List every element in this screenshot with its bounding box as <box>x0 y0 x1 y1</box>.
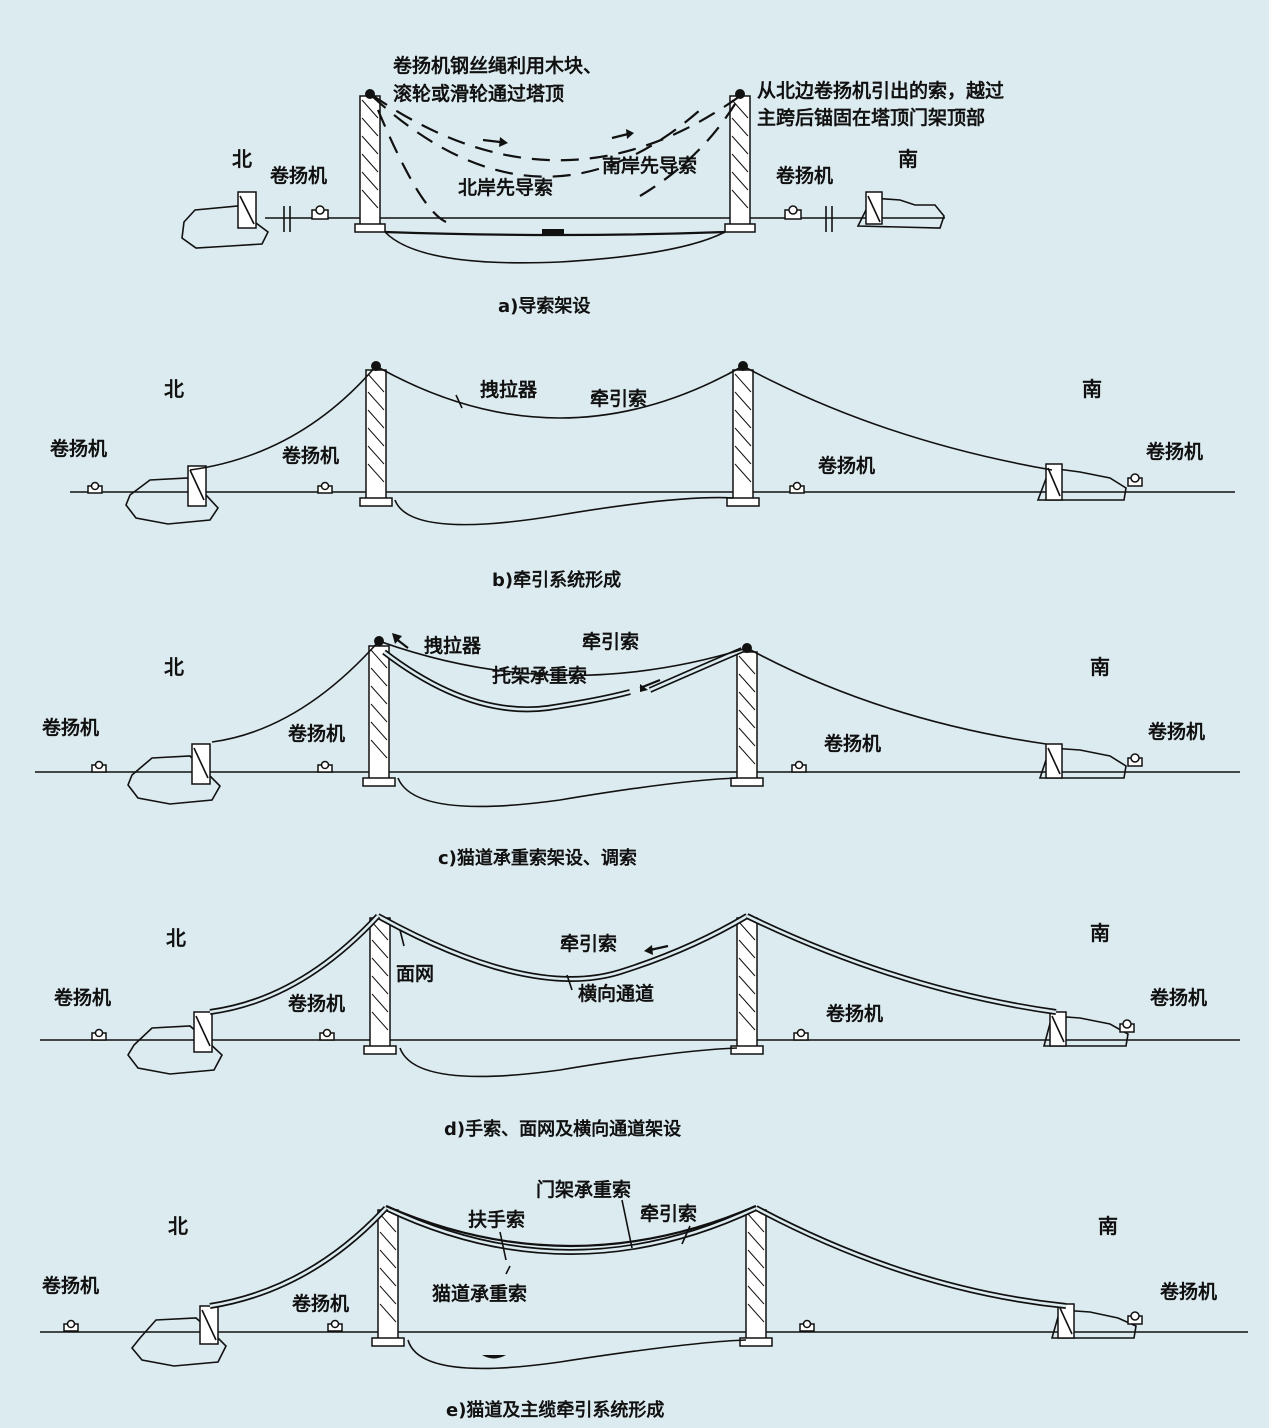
panel-b: 北 南 卷扬机 卷扬机 卷扬机 卷扬机 拽拉器 牵引索 b)牵引系统形成 <box>49 361 1235 591</box>
label-winch-far-north: 卷扬机 <box>41 1274 99 1297</box>
label-handrail-rope: 扶手索 <box>468 1208 525 1231</box>
label-winch-south: 卷扬机 <box>775 164 833 187</box>
label-winch-south: 卷扬机 <box>823 732 881 755</box>
panel-c: 北 南 卷扬机 卷扬机 卷扬机 卷扬机 拽拉器 牵引索 托架承重索 c)猫道承重… <box>35 630 1240 869</box>
label-winch-north: 卷扬机 <box>281 444 339 467</box>
label-cross-walkway: 横向通道 <box>578 982 654 1005</box>
label-winch-far-north: 卷扬机 <box>49 437 107 460</box>
label-winch-far-south: 卷扬机 <box>1159 1280 1217 1303</box>
label-haul-rope: 牵引索 <box>590 387 647 410</box>
caption-e: e)猫道及主缆牵引系统形成 <box>446 1399 664 1421</box>
caption-a: a)导索架设 <box>498 295 590 317</box>
label-gantry-cable: 门架承重索 <box>536 1178 631 1201</box>
label-north: 北 <box>164 655 184 679</box>
label-winch-north: 卷扬机 <box>291 1292 349 1315</box>
label-winch-far-north: 卷扬机 <box>53 986 111 1009</box>
label-winch-north: 卷扬机 <box>287 992 345 1015</box>
panel-d: 北 南 卷扬机 卷扬机 卷扬机 卷扬机 牵引索 面网 横向通道 d)手索、面网及… <box>40 913 1240 1140</box>
label-south: 南 <box>898 147 918 171</box>
label-winch-north: 卷扬机 <box>269 164 327 187</box>
label-bracket-cable: 托架承重索 <box>492 664 587 687</box>
note-right-line1: 从北边卷扬机引出的索，越过 <box>757 79 1004 102</box>
label-south-pilot-rope: 南岸先导索 <box>602 154 697 177</box>
label-puller: 拽拉器 <box>480 378 538 401</box>
label-haul-rope: 牵引索 <box>582 630 639 653</box>
label-winch-far-south: 卷扬机 <box>1145 440 1203 463</box>
caption-b: b)牵引系统形成 <box>492 569 621 591</box>
label-winch-north: 卷扬机 <box>287 722 345 745</box>
label-north: 北 <box>164 377 184 401</box>
label-winch-south: 卷扬机 <box>825 1002 883 1025</box>
caption-d: d)手索、面网及横向通道架设 <box>444 1118 681 1140</box>
label-north: 北 <box>168 1214 188 1238</box>
label-winch-far-south: 卷扬机 <box>1147 720 1205 743</box>
panel-e: 北 南 卷扬机 卷扬机 卷扬机 门架承重索 扶手索 牵引索 猫道承重索 e)猫道… <box>40 1178 1248 1421</box>
note-left-line2: 滚轮或滑轮通过塔顶 <box>393 82 564 105</box>
label-north: 北 <box>232 147 252 171</box>
caption-c: c)猫道承重索架设、调索 <box>438 847 637 869</box>
label-puller: 拽拉器 <box>424 634 482 657</box>
label-south: 南 <box>1090 655 1110 679</box>
label-face-net: 面网 <box>396 963 434 985</box>
label-catwalk-cable: 猫道承重索 <box>432 1282 527 1305</box>
label-south: 南 <box>1098 1214 1118 1238</box>
panel-a: 北 南 卷扬机 卷扬机 卷扬机钢丝绳利用木块、 滚轮或滑轮通过塔顶 从北边卷扬机… <box>181 54 1004 317</box>
label-winch-far-south: 卷扬机 <box>1149 986 1207 1009</box>
label-south: 南 <box>1090 921 1110 945</box>
label-haul-rope: 牵引索 <box>560 932 617 955</box>
label-haul-rope: 牵引索 <box>640 1202 697 1225</box>
label-winch-far-north: 卷扬机 <box>41 716 99 739</box>
note-left-line1: 卷扬机钢丝绳利用木块、 <box>392 54 602 77</box>
note-right-line2: 主跨后锚固在塔顶门架顶部 <box>757 106 985 129</box>
label-south: 南 <box>1082 377 1102 401</box>
label-winch-south: 卷扬机 <box>817 454 875 477</box>
label-north-pilot-rope: 北岸先导索 <box>458 176 553 199</box>
label-north: 北 <box>166 926 186 950</box>
